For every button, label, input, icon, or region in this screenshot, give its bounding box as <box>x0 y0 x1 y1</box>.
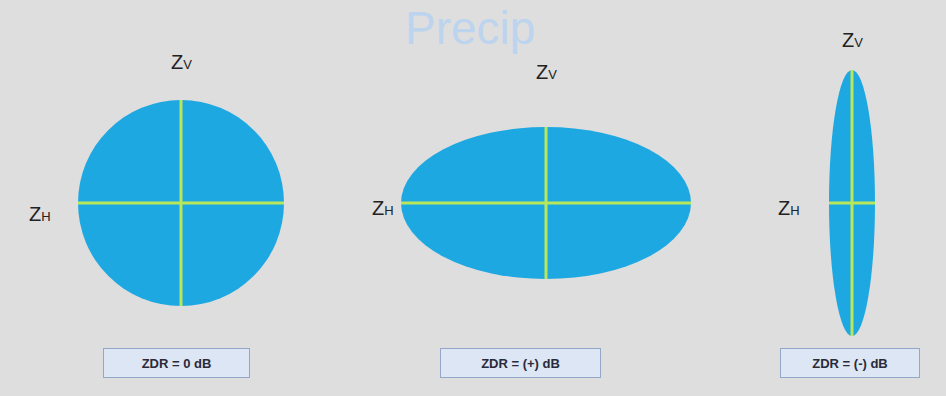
oblate-drop <box>401 127 691 279</box>
zdr-value: ZDR = 0 dB <box>142 356 212 371</box>
zdr-value: ZDR = (-) dB <box>812 356 887 371</box>
axis-label: ZH <box>372 197 394 220</box>
axis-label: ZH <box>778 197 800 220</box>
title: Precip <box>405 1 535 55</box>
axis-label: ZV <box>171 51 192 74</box>
zdr-value-box: ZDR = (-) dB <box>780 348 920 378</box>
axis-label: ZH <box>29 203 51 226</box>
prolate-particle <box>829 70 875 336</box>
zdr-value-box: ZDR = 0 dB <box>103 348 250 378</box>
zdr-value-box: ZDR = (+) dB <box>440 348 601 378</box>
axis-label: ZV <box>536 61 557 84</box>
zdr-value: ZDR = (+) dB <box>481 356 560 371</box>
axis-label: ZV <box>842 29 863 52</box>
round-drop <box>78 100 284 306</box>
